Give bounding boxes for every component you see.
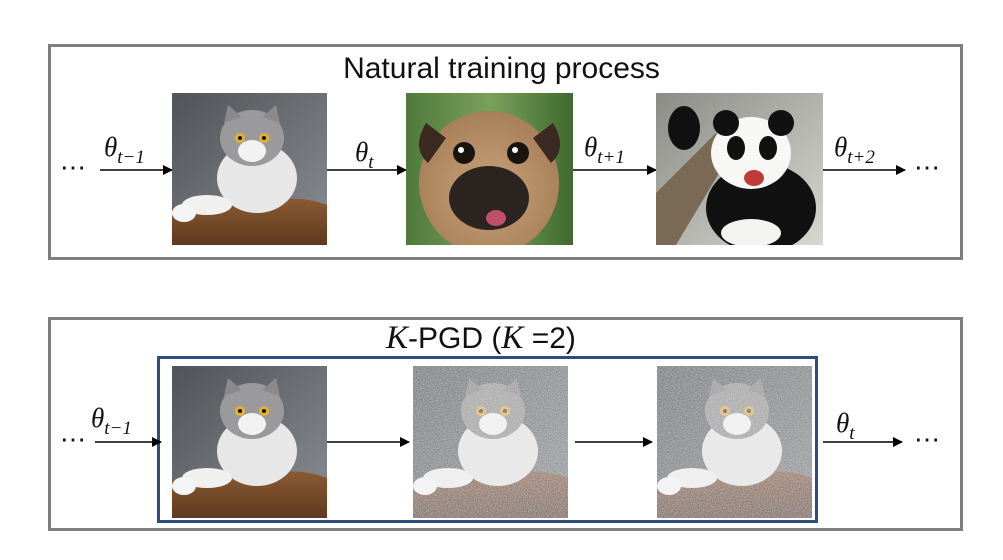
- cat-image-clean: [172, 366, 327, 518]
- pgd-title-var2: K: [501, 320, 524, 356]
- trailing-ellipsis-top: ⋯: [914, 152, 941, 182]
- theta-label-top-4: θt+2: [834, 132, 875, 168]
- cat-image-top: [172, 93, 327, 245]
- panda-image: [656, 93, 823, 245]
- pgd-title-mid: -PGD (: [408, 322, 502, 355]
- pgd-title-var: K: [386, 320, 409, 356]
- theta-label-top-1: θt−1: [104, 132, 145, 168]
- leading-ellipsis-top: ⋯: [60, 152, 87, 182]
- theta-label-top-3: θt+1: [584, 132, 625, 168]
- leading-ellipsis-bottom: ⋯: [60, 424, 87, 454]
- cat-image-perturbed-1: [413, 366, 568, 518]
- natural-training-title: Natural training process: [343, 52, 660, 85]
- pug-image: [406, 93, 573, 245]
- theta-label-top-2: θt: [355, 137, 374, 173]
- theta-label-bottom-2: θt: [836, 408, 855, 444]
- theta-label-bottom-1: θt−1: [91, 403, 132, 439]
- pgd-title-end: =2): [523, 322, 576, 355]
- pgd-title: K-PGD (K =2): [386, 320, 576, 357]
- cat-image-perturbed-2: [657, 366, 812, 518]
- trailing-ellipsis-bottom: ⋯: [914, 424, 941, 454]
